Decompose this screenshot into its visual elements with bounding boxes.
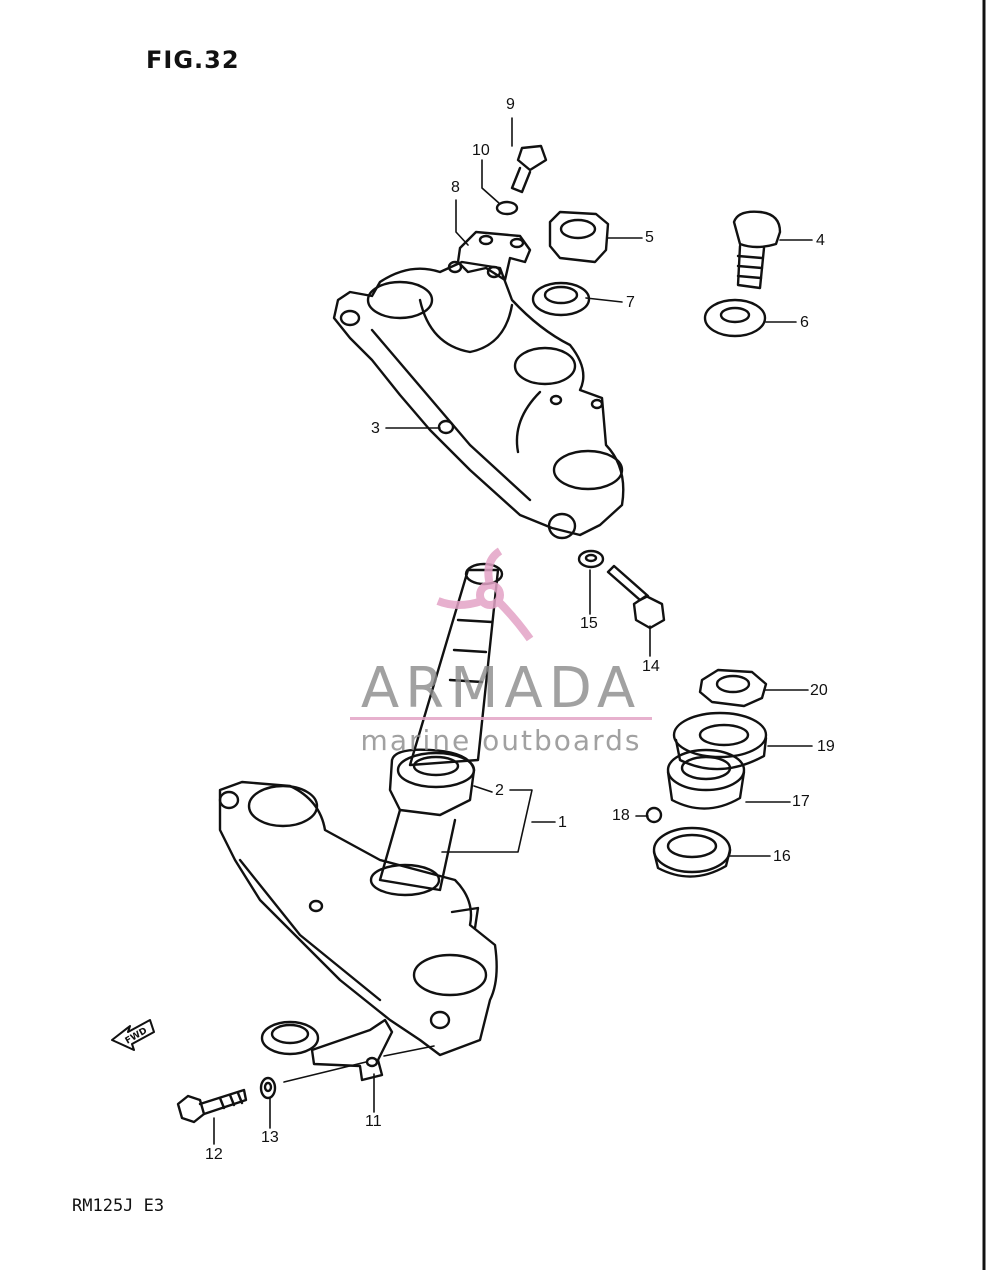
callout-19: 19 bbox=[817, 738, 835, 755]
bracket-bolt-part bbox=[176, 1088, 248, 1124]
callout-3: 3 bbox=[371, 420, 380, 437]
callout-leader-lines bbox=[213, 117, 813, 1145]
steel-ball-part bbox=[645, 806, 663, 824]
callout-8: 8 bbox=[451, 179, 460, 196]
callout-14: 14 bbox=[642, 658, 660, 675]
upper-bearing-part bbox=[666, 748, 746, 810]
washer-part bbox=[577, 549, 605, 569]
figure-title: FIG.32 bbox=[146, 46, 240, 74]
callout-11: 11 bbox=[365, 1113, 382, 1130]
callout-15: 15 bbox=[580, 615, 598, 632]
model-code: RM125J E3 bbox=[72, 1196, 165, 1216]
forward-direction-arrow-icon: FWD bbox=[111, 1019, 155, 1051]
steering-stem-nut-part bbox=[548, 210, 610, 264]
watermark-brand: ARMADA bbox=[360, 656, 642, 721]
watermark-propeller-icon bbox=[436, 547, 534, 642]
callout-12: 12 bbox=[205, 1146, 223, 1163]
callout-18: 18 bbox=[612, 807, 630, 824]
callout-6: 6 bbox=[800, 314, 809, 331]
lock-nut-part bbox=[698, 668, 768, 708]
callout-20: 20 bbox=[810, 682, 828, 699]
callout-5: 5 bbox=[645, 229, 654, 246]
callout-10: 10 bbox=[472, 142, 490, 159]
watermark-tagline: marine outboards bbox=[360, 724, 642, 757]
watermark-divider bbox=[350, 717, 652, 720]
callout-7: 7 bbox=[626, 294, 635, 311]
callout-9: 9 bbox=[506, 96, 515, 113]
washer-part bbox=[259, 1076, 277, 1100]
washer-part bbox=[703, 298, 767, 338]
dust-seal-washer-part bbox=[672, 711, 768, 771]
washer-part bbox=[495, 200, 519, 216]
hose-guide-bracket-part bbox=[260, 1018, 394, 1082]
pinch-bolt-part bbox=[606, 564, 666, 630]
steering-stem-bearing-part bbox=[396, 751, 476, 789]
bearing-race-part bbox=[652, 826, 732, 878]
handlebar-clamp-part bbox=[456, 230, 532, 282]
washer-part bbox=[531, 281, 591, 317]
callout-4: 4 bbox=[816, 232, 825, 249]
callout-16: 16 bbox=[773, 848, 791, 865]
upper-bracket-part bbox=[332, 260, 625, 540]
callout-1: 1 bbox=[558, 814, 567, 831]
callout-13: 13 bbox=[261, 1129, 279, 1146]
clamp-bolt-part bbox=[510, 144, 548, 194]
bolt-part bbox=[732, 210, 782, 290]
callout-2: 2 bbox=[495, 782, 504, 799]
callout-17: 17 bbox=[792, 793, 810, 810]
